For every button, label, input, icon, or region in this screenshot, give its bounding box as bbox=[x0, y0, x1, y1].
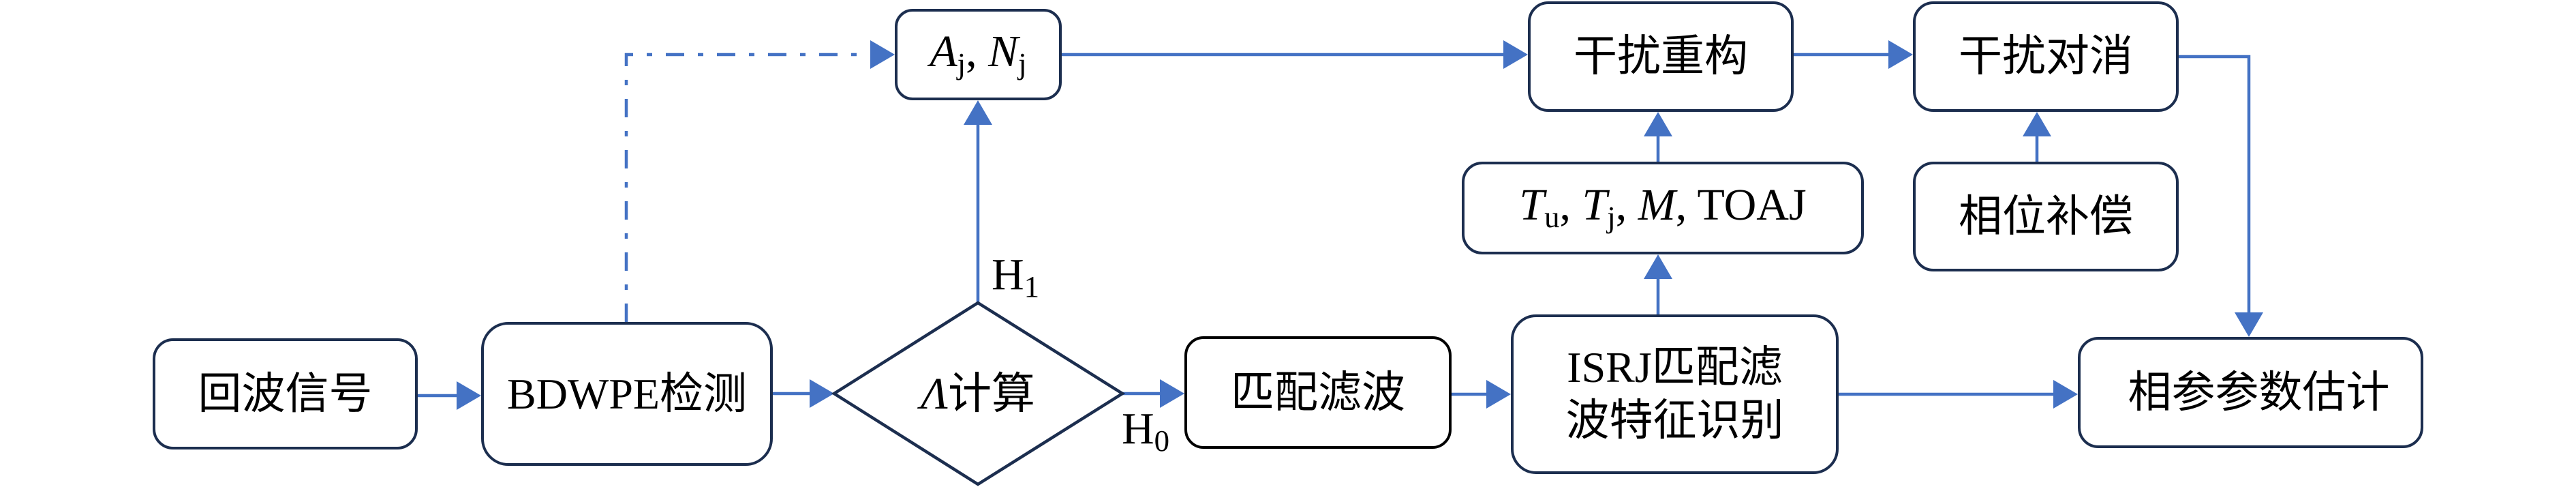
edge-echo-to-bdwpe bbox=[418, 381, 481, 410]
term-m: M bbox=[1638, 180, 1676, 231]
arrowhead-icon bbox=[457, 381, 481, 410]
term-toaj: TOAJ bbox=[1697, 180, 1807, 231]
decision-diamond bbox=[831, 301, 1126, 486]
node-label: 回波信号 bbox=[198, 369, 373, 418]
node-label: Tu, Tj, M, TOAJ bbox=[1519, 183, 1806, 233]
label-base: H bbox=[1122, 404, 1154, 454]
term-subscript: u bbox=[1544, 200, 1560, 235]
arrowhead-icon bbox=[1503, 40, 1528, 69]
node-label: 匹配滤波 bbox=[1231, 368, 1405, 417]
arrowhead-icon bbox=[964, 100, 992, 125]
arrowhead-icon bbox=[2235, 312, 2263, 337]
edge-line bbox=[2179, 55, 2251, 315]
node-jamming-reconstruction: 干扰重构 bbox=[1528, 1, 1794, 112]
node-jamming-cancellation: 干扰对消 bbox=[1913, 1, 2179, 112]
node-label: ISRJ匹配滤 波特征识别 bbox=[1566, 341, 1784, 447]
arrowhead-icon bbox=[1644, 254, 1672, 279]
edge-isrj-to-params bbox=[1644, 254, 1672, 314]
term-aj: Aj bbox=[930, 27, 966, 79]
node-label: 干扰对消 bbox=[1959, 32, 2133, 80]
node-label: 相参参数估计 bbox=[2128, 368, 2390, 417]
arrowhead-icon bbox=[1486, 380, 1511, 409]
arrowhead-icon bbox=[2053, 380, 2078, 409]
label-base: H bbox=[992, 250, 1024, 299]
edge-lambda-to-aj-nj bbox=[964, 100, 992, 303]
edge-lambda-to-matched-filter bbox=[1122, 379, 1184, 408]
node-coherent-parameter-estimation: 相参参数估计 bbox=[2078, 337, 2423, 448]
term-subscript: j bbox=[957, 46, 966, 81]
term-separator: , bbox=[1615, 180, 1638, 231]
term-tu: Tu bbox=[1519, 180, 1559, 233]
arrowhead-icon bbox=[810, 379, 834, 408]
arrowhead-icon bbox=[1888, 40, 1913, 69]
term-base: T bbox=[1582, 180, 1608, 231]
node-isrj-parameters: Tu, Tj, M, TOAJ bbox=[1462, 162, 1864, 254]
term-separator: , bbox=[1559, 180, 1582, 231]
term-base: N bbox=[988, 27, 1019, 77]
node-label: BDWPE检测 bbox=[507, 369, 747, 418]
edge-cancellation-to-coherent bbox=[2179, 55, 2263, 337]
edge-params-to-reconstruction bbox=[1644, 112, 1672, 162]
node-label: 相位补偿 bbox=[1959, 192, 2133, 241]
edge-isrj-to-coherent bbox=[1839, 380, 2078, 409]
edge-label-h0: H0 bbox=[1122, 407, 1169, 456]
edge-line-dash-dot bbox=[624, 53, 872, 322]
arrowhead-icon bbox=[2023, 112, 2051, 136]
node-label-line-2: 波特征识别 bbox=[1565, 396, 1784, 445]
edge-label-h1: H1 bbox=[992, 252, 1039, 302]
term-subscript: j bbox=[1018, 46, 1027, 81]
edge-matched-filter-to-isrj bbox=[1452, 380, 1511, 409]
arrowhead-icon bbox=[1160, 379, 1184, 408]
edge-aj-nj-to-reconstruction bbox=[1062, 40, 1528, 69]
node-label: 计算 bbox=[947, 370, 1035, 418]
term-nj: Nj bbox=[988, 27, 1027, 79]
node-aj-nj: Aj, Nj bbox=[895, 9, 1062, 100]
lambda-symbol: Λ bbox=[921, 369, 948, 419]
label-subscript: 0 bbox=[1154, 424, 1170, 458]
term-separator: , bbox=[966, 27, 989, 77]
term-separator: , bbox=[1675, 180, 1698, 231]
term-base: T bbox=[1519, 180, 1545, 231]
node-isrj-feature-recognition: ISRJ匹配滤 波特征识别 bbox=[1511, 314, 1839, 474]
edge-bdwpe-to-aj-nj-dashed bbox=[624, 40, 895, 322]
term-base: A bbox=[930, 27, 957, 77]
node-matched-filter: 匹配滤波 bbox=[1184, 336, 1452, 449]
term-subscript: j bbox=[1607, 200, 1616, 235]
edge-phase-to-cancellation bbox=[2023, 112, 2051, 162]
term-tj: Tj bbox=[1582, 180, 1616, 233]
edge-bdwpe-to-lambda bbox=[773, 379, 834, 408]
node-label: Aj, Nj bbox=[930, 29, 1026, 79]
node-label: 干扰重构 bbox=[1574, 32, 1748, 80]
edge-reconstruction-to-cancellation bbox=[1794, 40, 1913, 69]
arrowhead-icon bbox=[1644, 112, 1672, 136]
node-label-line-1: ISRJ匹配滤 bbox=[1567, 343, 1783, 392]
node-bdwpe-detection: BDWPE检测 bbox=[481, 322, 773, 466]
arrowhead-icon bbox=[870, 40, 895, 69]
label-subscript: 1 bbox=[1024, 269, 1040, 304]
node-phase-compensation: 相位补偿 bbox=[1913, 162, 2179, 271]
node-echo-signal: 回波信号 bbox=[153, 338, 418, 449]
